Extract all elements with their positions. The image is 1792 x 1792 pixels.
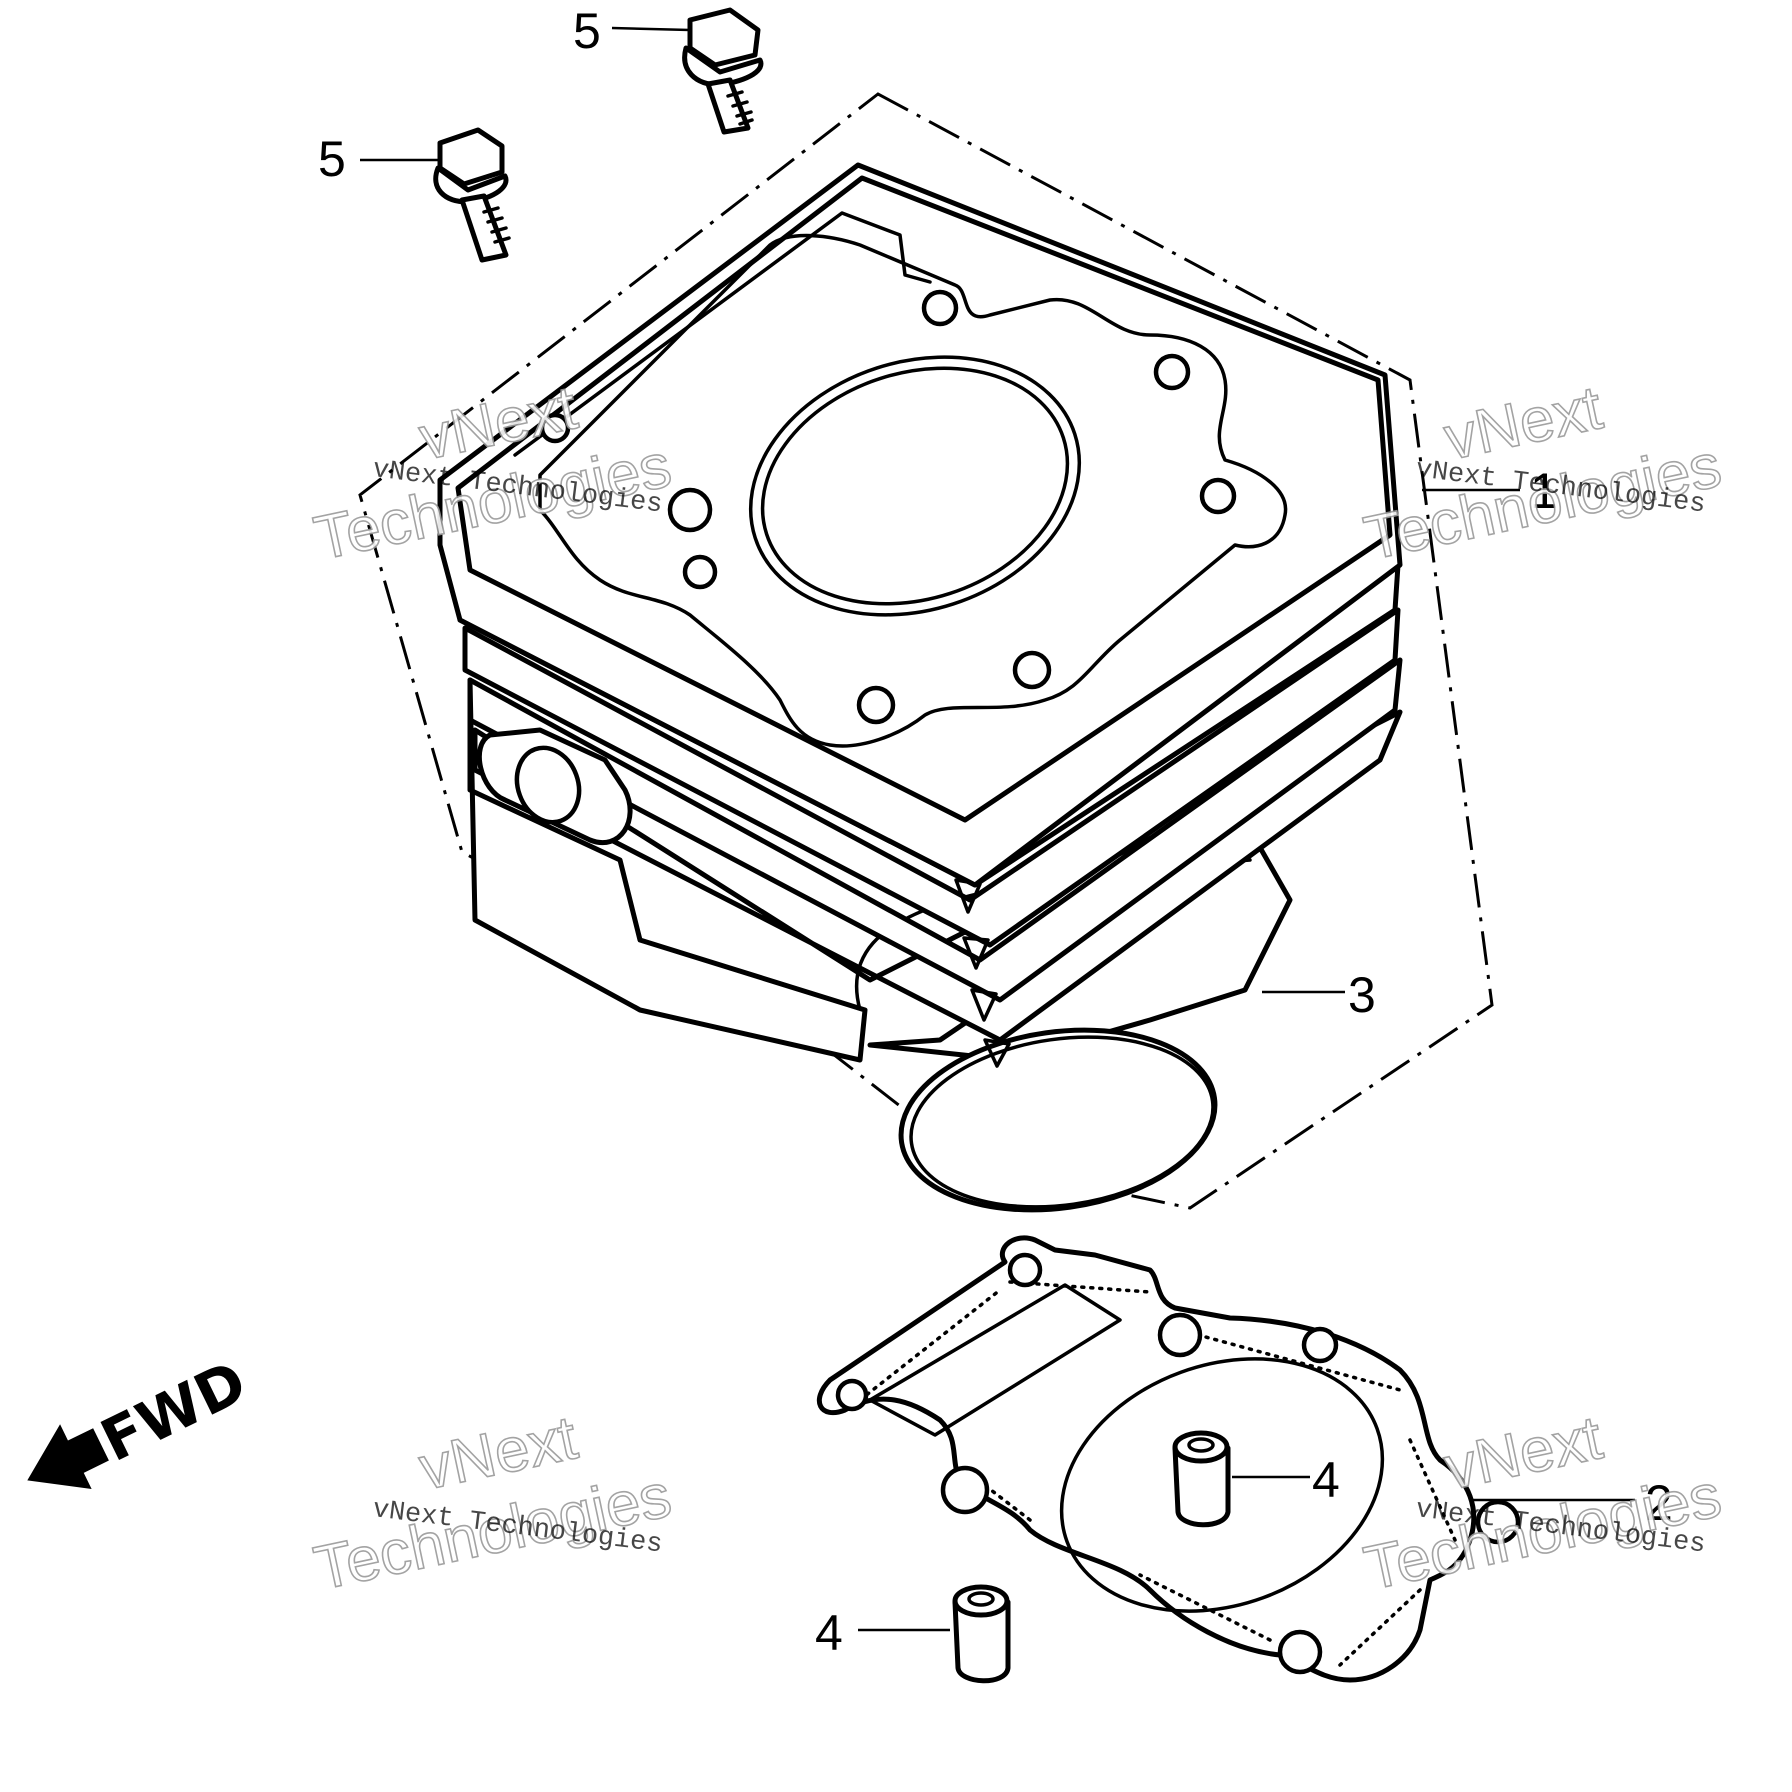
bolt-upper-drawing bbox=[682, 7, 764, 135]
watermark-bottom-left: vNext Technologies vNext Technologies bbox=[308, 1402, 678, 1604]
cooling-fin-2 bbox=[462, 607, 1401, 948]
callout-4-lower: 4 bbox=[815, 1605, 843, 1661]
callout-5-left: 5 bbox=[318, 131, 346, 187]
bolt-left-drawing bbox=[433, 127, 511, 263]
dowel-pin-lower-drawing bbox=[952, 1584, 1011, 1684]
stud-hole bbox=[682, 554, 718, 590]
callout-2: 2 bbox=[1645, 1475, 1673, 1531]
gasket-hole bbox=[835, 1378, 869, 1412]
stud-hole bbox=[921, 289, 959, 327]
base-gasket-drawing bbox=[816, 1235, 1521, 1683]
stud-hole bbox=[856, 685, 896, 725]
cylinder-deck bbox=[455, 175, 1393, 823]
stud-hole bbox=[1012, 650, 1052, 690]
dowel-pin-upper-drawing bbox=[1172, 1430, 1231, 1528]
callout-5-upper: 5 bbox=[573, 3, 601, 59]
stud-hole bbox=[667, 487, 713, 533]
gasket-hole bbox=[940, 1465, 990, 1515]
gasket-hole bbox=[1475, 1499, 1521, 1545]
fwd-arrow: FWD bbox=[27, 1347, 257, 1490]
cylinder-drawing bbox=[437, 162, 1403, 1213]
cylinder-bore bbox=[748, 355, 1082, 617]
leader-5a bbox=[611, 26, 691, 32]
fwd-arrow-icon bbox=[27, 1424, 109, 1490]
gasket-bore bbox=[1059, 1357, 1385, 1613]
callout-3: 3 bbox=[1348, 967, 1376, 1023]
stud-hole bbox=[539, 412, 571, 444]
fwd-label: FWD bbox=[91, 1347, 257, 1475]
cylinder-bore-bottom bbox=[898, 1027, 1218, 1213]
deck-gasket-outline bbox=[538, 233, 1288, 748]
stud-hole bbox=[1153, 353, 1191, 391]
o-ring-drawing bbox=[909, 1035, 1215, 1209]
cooling-fin-4 bbox=[472, 709, 1403, 1043]
stud-hole bbox=[1199, 477, 1237, 515]
gasket-hole bbox=[1301, 1326, 1339, 1364]
gasket-hole bbox=[1277, 1629, 1323, 1675]
cylinder-left-wall bbox=[467, 677, 868, 1063]
callout-1: 1 bbox=[1530, 463, 1558, 519]
gasket-hole bbox=[1157, 1312, 1203, 1358]
gasket-outline bbox=[816, 1235, 1477, 1683]
gasket-hole bbox=[1007, 1252, 1043, 1288]
callout-4-upper: 4 bbox=[1312, 1452, 1340, 1508]
intake-port bbox=[514, 745, 582, 825]
gasket-intake-cutout bbox=[868, 1283, 1122, 1437]
